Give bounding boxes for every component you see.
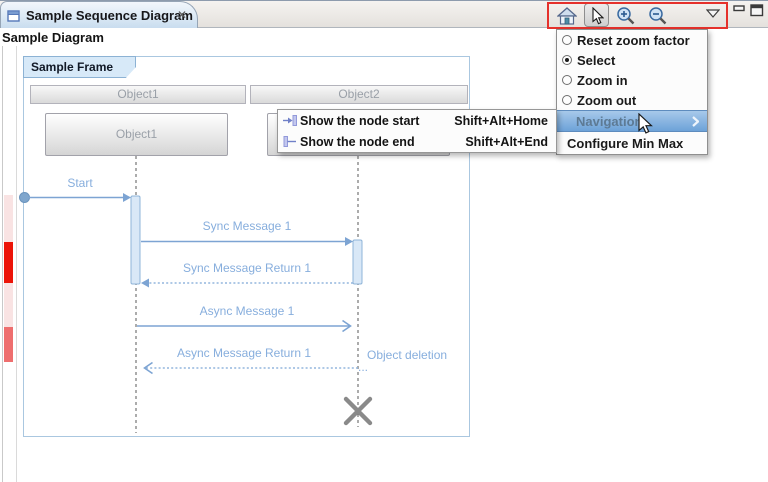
view-menu-dropdown: Reset zoom factor Select Zoom in Zoom ou… (556, 29, 708, 155)
menu-item-zoom-out[interactable]: Zoom out (557, 90, 707, 110)
menu-item-select[interactable]: Select (557, 50, 707, 70)
tab-sample-sequence-diagram[interactable]: Sample Sequence Diagram ✕ (0, 1, 198, 28)
left-ruler-line (2, 46, 3, 482)
submenu-item-shortcut: Shift+Alt+Home (454, 113, 548, 128)
submenu-item-label: Show the node start (300, 113, 420, 128)
async-message-1-label[interactable]: Async Message 1 (199, 304, 295, 318)
submenu-item-show-node-end[interactable]: Show the node end Shift+Alt+End (278, 131, 556, 152)
diagram-name-label: Sample Diagram (2, 30, 104, 45)
radio-selected-icon (562, 55, 572, 65)
node-end-icon (283, 135, 300, 148)
radio-icon (562, 75, 572, 85)
tab-close-icon[interactable]: ✕ (177, 8, 188, 22)
node-start-icon (283, 114, 300, 127)
ruler-divider-line (16, 46, 17, 482)
marker-stripe-red[interactable] (4, 242, 13, 283)
start-message-label[interactable]: Start (67, 176, 93, 190)
sync-message-1-label[interactable]: Sync Message 1 (202, 219, 292, 233)
menu-item-label: Configure Min Max (567, 135, 684, 151)
home-button[interactable] (557, 7, 577, 25)
menu-item-label: Zoom in (577, 72, 628, 88)
menu-item-label: Reset zoom factor (577, 32, 690, 48)
lifeline-header-object2[interactable]: Object2 (250, 85, 468, 104)
submenu-item-label: Show the node end (300, 134, 415, 149)
marker-stripe-pink-2[interactable] (4, 283, 13, 327)
lifeline-header-object1[interactable]: Object1 (30, 85, 246, 104)
zoom-in-button[interactable] (616, 6, 637, 26)
object1-box[interactable]: Object1 (45, 113, 228, 156)
menu-item-label: Select (577, 52, 616, 68)
view-menu-icon[interactable] (706, 9, 720, 18)
minimize-icon[interactable] (733, 5, 746, 13)
zoom-out-button[interactable] (648, 6, 669, 26)
object-deletion-ellipsis: ... (357, 360, 368, 374)
submenu-chevron-icon (692, 115, 699, 127)
menu-item-configure-min-max[interactable]: Configure Min Max (557, 132, 707, 154)
navigation-submenu: Show the node start Shift+Alt+Home Show … (277, 109, 557, 153)
menu-item-label: Zoom out (577, 92, 637, 108)
select-cursor-icon (592, 7, 604, 25)
submenu-item-shortcut: Shift+Alt+End (465, 134, 548, 149)
object-deletion-label[interactable]: Object deletion (367, 348, 448, 362)
submenu-item-show-node-start[interactable]: Show the node start Shift+Alt+Home (278, 110, 556, 131)
marker-stripe-pink-1[interactable] (4, 195, 13, 242)
sync-return-1-label[interactable]: Sync Message Return 1 (182, 261, 312, 275)
tab-title: Sample Sequence Diagram (26, 8, 193, 23)
radio-icon (562, 95, 572, 105)
menu-item-label: Navigation (576, 113, 643, 129)
async-return-1-label[interactable]: Async Message Return 1 (176, 346, 312, 360)
radio-icon (562, 35, 572, 45)
maximize-icon[interactable] (750, 4, 764, 17)
menu-item-navigation[interactable]: Navigation (557, 110, 707, 132)
menu-item-zoom-in[interactable]: Zoom in (557, 70, 707, 90)
menu-item-reset-zoom-factor[interactable]: Reset zoom factor (557, 30, 707, 50)
diagram-tab-icon (7, 10, 20, 22)
interaction-frame[interactable] (23, 56, 470, 437)
marker-stripe-salmon[interactable] (4, 327, 13, 362)
frame-label[interactable]: Sample Frame (23, 56, 136, 78)
red-highlight-annotation (547, 2, 728, 29)
mouse-cursor-icon (638, 113, 653, 134)
